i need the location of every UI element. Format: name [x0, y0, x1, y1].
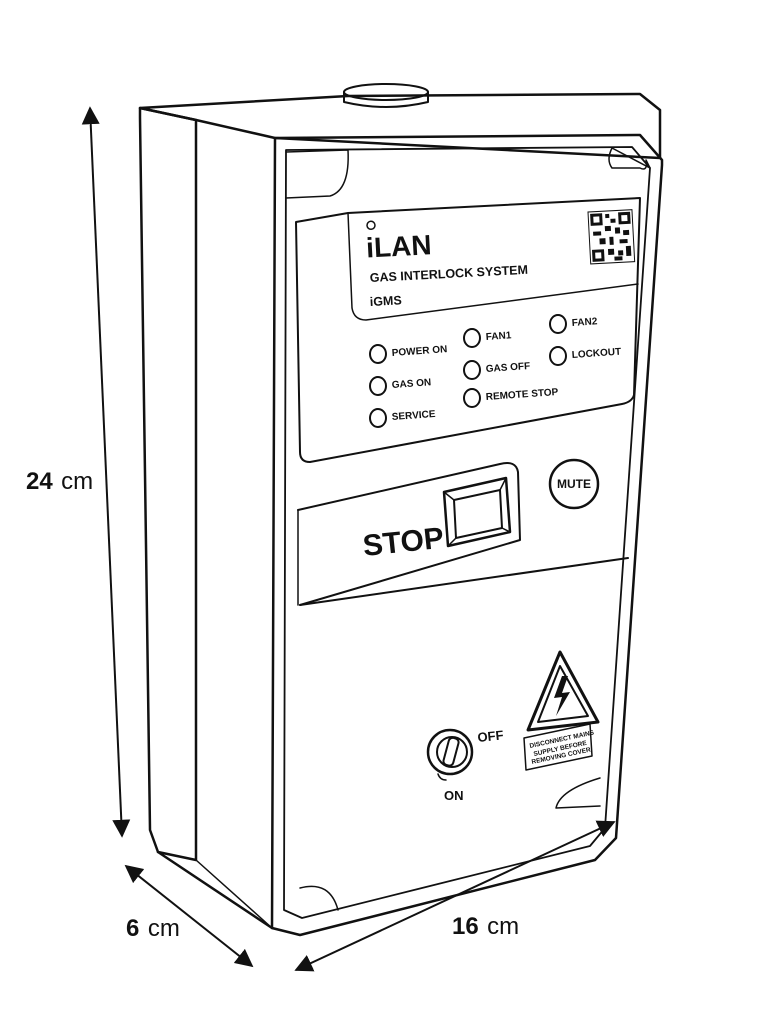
mute-button[interactable]: MUTE: [548, 458, 600, 510]
indicator-label: FAN2: [571, 316, 598, 329]
indicator-led: [463, 328, 481, 348]
warning-sign: DISCONNECT MAINS SUPPLY BEFORE REMOVING …: [523, 650, 600, 771]
model-name: iGMS: [369, 293, 402, 309]
indicator-led: [369, 408, 387, 428]
width-dimension-label: 16 cm: [452, 913, 519, 940]
stop-label: STOP: [361, 522, 445, 563]
indicator-label: FAN1: [485, 330, 512, 343]
depth-value: 6: [126, 915, 139, 942]
height-dimension-arrow: [81, 106, 131, 838]
switch-on-label: ON: [444, 788, 464, 803]
label-panel: [295, 197, 641, 463]
enclosure-side-face: [138, 106, 198, 862]
brand-logo-text: iLAN: [365, 229, 432, 263]
indicator-led: [549, 314, 567, 334]
enclosure-edge: [195, 119, 273, 929]
stop-button[interactable]: [442, 476, 512, 548]
height-value: 24: [26, 468, 53, 495]
indicator-led: [369, 344, 387, 364]
width-unit: cm: [487, 913, 519, 940]
ilan-logo: iLAN: [365, 220, 432, 264]
width-dimension-arrow: [294, 820, 616, 972]
indicator-led: [369, 376, 387, 396]
system-name: GAS INTERLOCK SYSTEM: [369, 263, 528, 285]
switch-off-label: OFF: [477, 727, 504, 745]
lightning-icon: [554, 676, 570, 716]
enclosure-front-face: [270, 133, 664, 937]
indicator-label: GAS OFF: [485, 361, 530, 375]
indicator-led: [549, 346, 567, 366]
indicator-label: LOCKOUT: [571, 347, 621, 361]
indicator-label: GAS ON: [391, 377, 431, 391]
height-dimension-label: 24 cm: [26, 468, 93, 495]
qr-code: [587, 209, 636, 265]
depth-dimension-label: 6 cm: [126, 915, 180, 942]
top-cable-gland: [343, 83, 429, 108]
indicator-label: SERVICE: [391, 409, 436, 423]
height-unit: cm: [61, 468, 93, 495]
stop-panel: [297, 462, 521, 606]
brand-window: [347, 212, 639, 321]
key-switch[interactable]: [426, 728, 474, 781]
depth-unit: cm: [148, 915, 180, 942]
indicator-label: POWER ON: [391, 344, 447, 359]
indicator-led: [463, 388, 481, 408]
panel-divider: [299, 557, 629, 606]
width-value: 16: [452, 913, 479, 940]
depth-dimension-arrow: [124, 864, 254, 968]
indicator-led: [463, 360, 481, 380]
enclosure-top-face: [138, 92, 662, 160]
mute-label: MUTE: [557, 477, 591, 491]
indicator-label: REMOTE STOP: [485, 387, 559, 403]
